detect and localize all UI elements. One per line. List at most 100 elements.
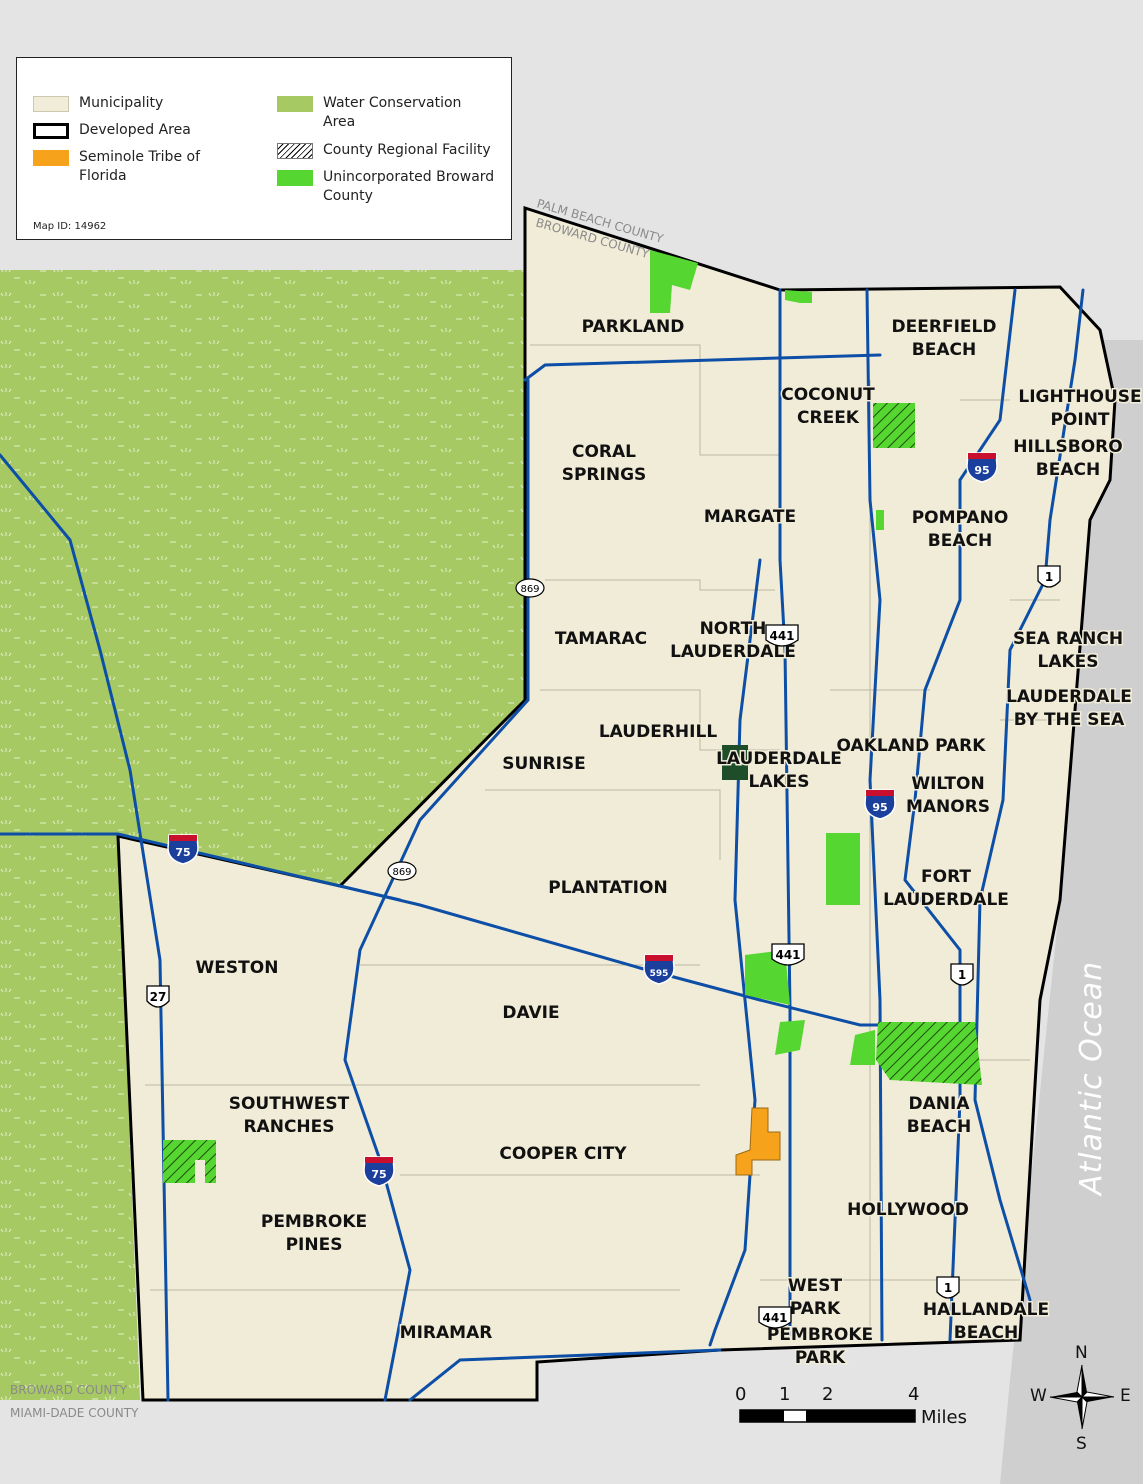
legend-item-unincorporated: Unincorporated Broward County bbox=[277, 168, 507, 206]
shield-number: 595 bbox=[650, 969, 669, 979]
municipality-label-line2: POINT bbox=[1050, 410, 1109, 430]
unincorporated-parkland bbox=[650, 250, 698, 313]
legend-label: Unincorporated Broward County bbox=[323, 169, 495, 204]
municipality-label-line1: SOUTHWEST bbox=[229, 1094, 350, 1114]
municipality-label-line2: LAUDERDALE bbox=[883, 890, 1009, 910]
unincorporated-swatch bbox=[277, 170, 313, 186]
us-route-shield: 1 bbox=[1037, 565, 1061, 588]
developed-area bbox=[116, 205, 1117, 1402]
municipality-label-line1: PEMBROKE bbox=[261, 1212, 367, 1232]
seminole-swatch bbox=[33, 150, 69, 166]
legend-item-water-conservation: Water Conservation Area bbox=[277, 94, 507, 132]
legend-item-seminole-tribe: Seminole Tribe of Florida bbox=[33, 148, 253, 186]
legend-item-regional-facility: County Regional Facility bbox=[277, 141, 507, 160]
legend-label: County Regional Facility bbox=[323, 142, 491, 158]
sawgrass-road bbox=[523, 353, 882, 382]
legend-label: Developed Area bbox=[79, 122, 191, 138]
shield-number: 75 bbox=[371, 1168, 386, 1181]
legend-label: Municipality bbox=[79, 95, 164, 111]
municipality-label-line1: HILLSBORO bbox=[1013, 437, 1122, 457]
municipality-label: COOPER CITY bbox=[499, 1144, 627, 1164]
municipality-label-line1: HOLLYWOOD bbox=[847, 1200, 969, 1220]
municipality-label-line1: PEMBROKE bbox=[767, 1325, 873, 1345]
municipality-label-line1: NORTH bbox=[700, 619, 767, 639]
broward-county-label-bottom: BROWARD COUNTY bbox=[10, 1383, 128, 1397]
legend-item-developed-area: Developed Area bbox=[33, 121, 191, 140]
i-595-road bbox=[0, 832, 977, 1027]
shield-number: 869 bbox=[392, 867, 411, 878]
municipality-label: OAKLAND PARK bbox=[837, 736, 987, 756]
developed-area-swatch bbox=[33, 123, 69, 139]
municipality-label-line2: BEACH bbox=[954, 1323, 1018, 1343]
shield-number: 95 bbox=[872, 801, 887, 814]
us-route-shield: 441 bbox=[758, 1306, 792, 1329]
miami-dade-county-label: MIAMI-DADE COUNTY bbox=[10, 1406, 139, 1420]
municipality-label-line2: SPRINGS bbox=[562, 465, 647, 485]
state-road-shield: 869 bbox=[515, 578, 545, 598]
scale-tick-0: 0 bbox=[735, 1384, 747, 1405]
shield-number: 1 bbox=[958, 968, 966, 982]
municipality-label: SUNRISE bbox=[502, 754, 586, 774]
us-1-road bbox=[973, 288, 1085, 1302]
municipality-label-line1: SEA RANCH bbox=[1013, 629, 1123, 649]
shield-number: 95 bbox=[974, 464, 989, 477]
municipality-label-line1: TAMARAC bbox=[555, 629, 647, 649]
us-route-shield: 1 bbox=[936, 1276, 960, 1299]
scale-tick-2: 2 bbox=[822, 1384, 834, 1405]
legend-label: Water Conservation Area bbox=[323, 95, 462, 130]
interstate-shield: 95 bbox=[864, 789, 896, 820]
shield-number: 441 bbox=[762, 1311, 787, 1325]
municipality-label-line2: LAKES bbox=[1037, 652, 1098, 672]
municipality-label-line2: MANORS bbox=[906, 797, 990, 817]
interstate-shield: 595 bbox=[643, 954, 675, 985]
us-441-road bbox=[778, 288, 792, 1342]
sr-869-i75-road bbox=[343, 378, 530, 1402]
municipality-label-line2: BY THE SEA bbox=[1014, 710, 1125, 730]
municipality-label-line2: LAUDERDALE bbox=[670, 642, 796, 662]
compass-s: S bbox=[1076, 1434, 1087, 1454]
municipality-label-line2: BEACH bbox=[928, 531, 992, 551]
interstate-shield: 75 bbox=[167, 834, 199, 865]
scale-tick-1: 1 bbox=[779, 1384, 791, 1405]
municipality-label-line2: RANCHES bbox=[243, 1117, 334, 1137]
map-legend: Municipality Developed Area Seminole Tri… bbox=[16, 57, 512, 240]
shield-number: 869 bbox=[520, 584, 539, 595]
municipality-label-line1: CORAL bbox=[572, 442, 636, 462]
lauderdale-lakes-park bbox=[722, 745, 748, 780]
compass-w: W bbox=[1030, 1386, 1047, 1406]
municipality-label-line1: FORT bbox=[921, 867, 971, 887]
regional-facility-swatch bbox=[277, 143, 313, 159]
municipality-swatch bbox=[33, 96, 69, 112]
shield-number: 441 bbox=[775, 948, 800, 962]
municipality-label-line2: PINES bbox=[286, 1235, 343, 1255]
interstate-shield: 95 bbox=[966, 452, 998, 483]
compass-rose bbox=[1049, 1364, 1115, 1430]
municipality-label: WESTON bbox=[196, 958, 279, 978]
shield-number: 27 bbox=[150, 990, 167, 1004]
municipality-label-line2: LAKES bbox=[748, 772, 809, 792]
interstate-shield: 75 bbox=[363, 1156, 395, 1187]
municipality-label-line2: BEACH bbox=[912, 340, 976, 360]
us-route-shield: 441 bbox=[765, 624, 799, 647]
municipality-label: PLANTATION bbox=[548, 878, 667, 898]
municipality-label: PEMBROKE PINES bbox=[261, 1212, 367, 1255]
municipality-label-line2: BEACH bbox=[907, 1117, 971, 1137]
municipality-label: PARKLAND bbox=[582, 317, 685, 337]
map-id: Map ID: 14962 bbox=[33, 221, 107, 232]
shield-number: 75 bbox=[175, 846, 190, 859]
municipality-label: DAVIE bbox=[502, 1003, 559, 1023]
scale-unit: Miles bbox=[921, 1407, 967, 1428]
compass-n: N bbox=[1075, 1343, 1088, 1363]
atlantic-ocean-label: Atlantic Ocean bbox=[1074, 960, 1109, 1195]
ocean-area bbox=[1000, 340, 1143, 1484]
us-27-road bbox=[0, 453, 170, 1402]
municipality-label: FORT LAUDERDALE bbox=[883, 867, 1009, 910]
municipality-label-line1: LAUDERDALE bbox=[1006, 687, 1132, 707]
legend-label: Seminole Tribe of Florida bbox=[79, 149, 201, 184]
